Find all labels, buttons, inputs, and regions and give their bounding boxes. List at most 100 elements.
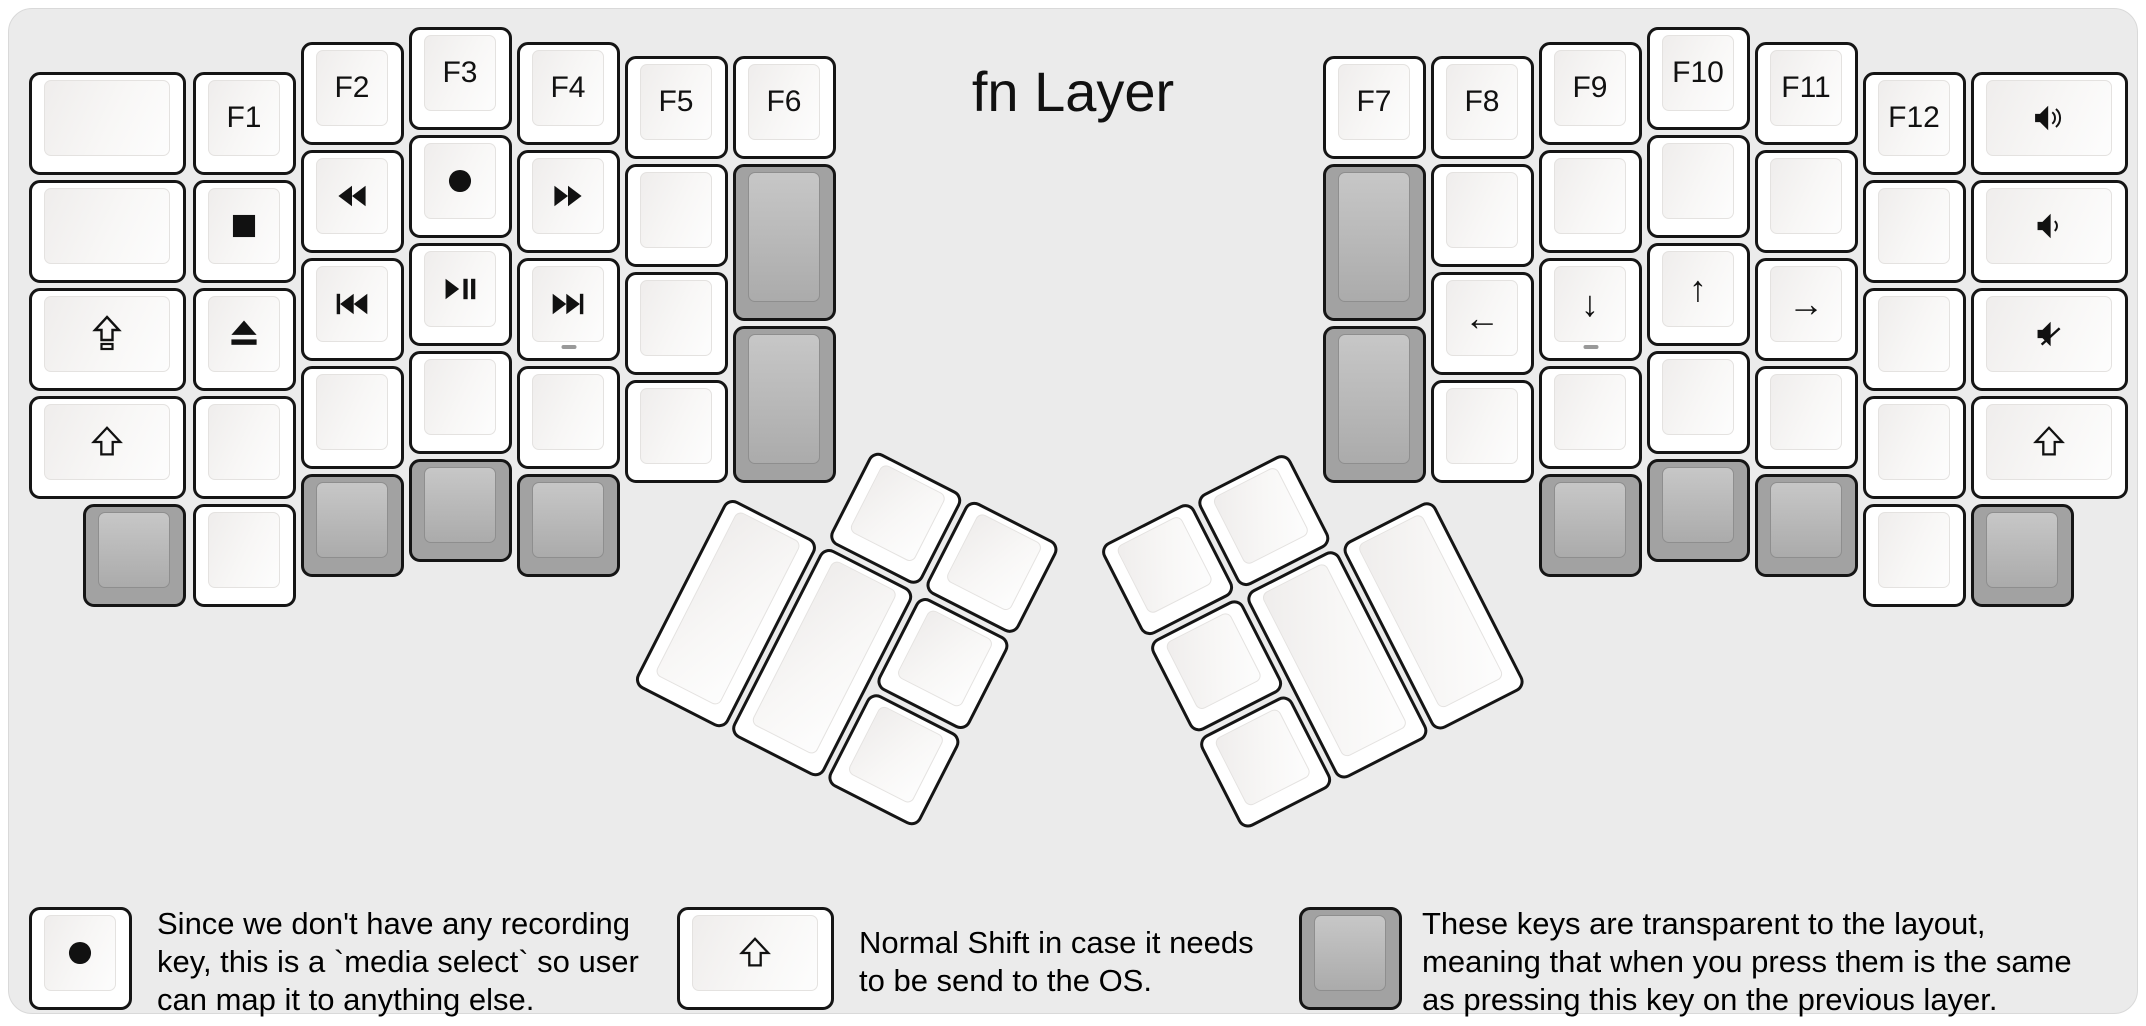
play-pause-icon: [440, 272, 480, 306]
keytop: [748, 334, 820, 464]
keytop: [424, 251, 496, 327]
key-transparent-tall: [1323, 326, 1426, 483]
note-shift-key: Normal Shift in case it needs to be send…: [859, 925, 1254, 998]
keytop: [44, 80, 170, 156]
key-shift-left: [29, 396, 186, 499]
key-label: F11: [1781, 71, 1831, 104]
key-volume-up: [1971, 72, 2128, 175]
key-arrow-left: ←: [1431, 272, 1534, 375]
keytop: [532, 266, 604, 342]
keytop: [1314, 915, 1386, 991]
key-record: [409, 135, 512, 238]
keytop: [424, 143, 496, 219]
key-blank: [1863, 504, 1966, 607]
keytop: [1878, 296, 1950, 372]
keytop: [1986, 512, 2058, 588]
key-f10: F10: [1647, 27, 1750, 130]
keytop: [1986, 80, 2112, 156]
keytop: [1213, 707, 1313, 808]
key-label: F1: [226, 101, 262, 134]
keytop: F1: [208, 80, 280, 156]
key-label: F6: [766, 85, 802, 118]
key-f3: F3: [409, 27, 512, 130]
key-f5: F5: [625, 56, 728, 159]
keytop: F8: [1446, 64, 1518, 140]
keytop: [848, 462, 948, 564]
key-blank: [1863, 396, 1966, 499]
keytop: [1554, 482, 1626, 558]
keytop: F12: [1878, 80, 1950, 156]
eject-icon: [226, 316, 262, 352]
key-blank: [1647, 135, 1750, 238]
key-blank: [625, 380, 728, 483]
key-play-pause: [409, 243, 512, 346]
key-blank: [409, 351, 512, 454]
key-blank: [625, 272, 728, 375]
shift-icon: [87, 423, 127, 461]
key-stop: [193, 180, 296, 283]
keytop: F11: [1770, 50, 1842, 126]
keytop: [1554, 374, 1626, 450]
key-transparent: [301, 474, 404, 577]
keytop: [44, 296, 170, 372]
keytop: →: [1770, 266, 1842, 342]
key-f4: F4: [517, 42, 620, 145]
key-shift-right: [1971, 396, 2128, 499]
keytop: ←: [1446, 280, 1518, 356]
key-f6: F6: [733, 56, 836, 159]
keytop: [532, 374, 604, 450]
shift-icon: [735, 934, 775, 972]
keytop: [640, 388, 712, 464]
homing-bar: [561, 345, 576, 349]
key-f12: F12: [1863, 72, 1966, 175]
key-transparent: [1647, 459, 1750, 562]
keytop: [1878, 188, 1950, 264]
keytop: [208, 512, 280, 588]
stop-icon: [227, 209, 261, 243]
key-volume-down: [1971, 180, 2128, 283]
arrow-right-glyph: →: [1788, 283, 1824, 324]
keytop: [1986, 404, 2112, 480]
key-blank: [517, 366, 620, 469]
keytop: [692, 915, 818, 991]
key-eject: [193, 288, 296, 391]
keytop: [1770, 482, 1842, 558]
keytop: [532, 158, 604, 234]
key-transparent-sample: [1299, 907, 1402, 1010]
key-blank-outer-1: [29, 72, 186, 175]
shift-icon: [2029, 423, 2069, 461]
keytop: [316, 266, 388, 342]
key-label: F3: [442, 56, 478, 89]
rewind-icon: [333, 179, 371, 213]
key-blank: [193, 396, 296, 499]
key-transparent-tall: [733, 164, 836, 321]
key-rewind: [301, 150, 404, 253]
key-transparent: [409, 459, 512, 562]
keytop: [640, 172, 712, 248]
keytop: F5: [640, 64, 712, 140]
keytop: [208, 188, 280, 264]
volume-up-icon: [2031, 101, 2067, 135]
homing-bar: [1583, 345, 1598, 349]
key-transparent: [1539, 474, 1642, 577]
key-label: F7: [1356, 85, 1392, 118]
key-blank: [1647, 351, 1750, 454]
arrow-left-glyph: ←: [1464, 297, 1500, 338]
previous-track-icon: [332, 287, 372, 321]
keytop: [532, 482, 604, 558]
keytop: F3: [424, 35, 496, 111]
keytop: [640, 280, 712, 356]
keytop: [1446, 388, 1518, 464]
key-f7: F7: [1323, 56, 1426, 159]
keytop: ↓: [1554, 266, 1626, 342]
keytop: [1878, 404, 1950, 480]
keytop: [1338, 334, 1410, 464]
layer-title: fn Layer: [971, 60, 1175, 123]
key-label: F4: [550, 71, 586, 104]
keytop: [846, 704, 946, 805]
keytop: [1662, 143, 1734, 219]
key-transparent-tall: [733, 326, 836, 483]
keytop: [424, 359, 496, 435]
keytop: [44, 188, 170, 264]
